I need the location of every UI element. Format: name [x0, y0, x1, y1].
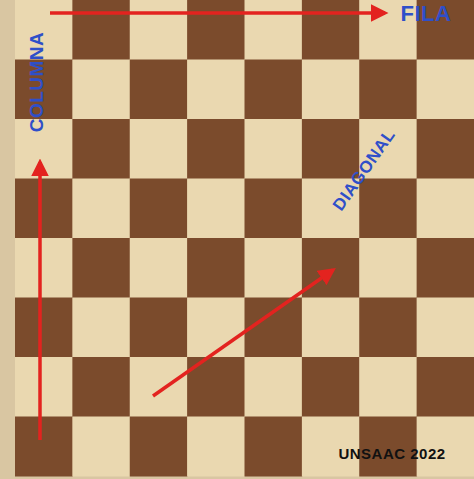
- board-square: [302, 0, 360, 60]
- column-label: COLUMNA: [27, 32, 46, 133]
- board-square: [359, 238, 417, 298]
- board-square: [359, 298, 417, 358]
- board-square: [130, 298, 188, 358]
- board-square: [417, 357, 474, 417]
- board-square: [245, 238, 303, 298]
- board-square: [417, 298, 474, 358]
- row-label: FILA: [401, 3, 452, 25]
- diagonal-arrow: [153, 270, 333, 396]
- board-square: [15, 179, 73, 239]
- board-square: [245, 417, 303, 477]
- board-square: [72, 179, 130, 239]
- board-square: [15, 298, 73, 358]
- board-square: [245, 60, 303, 120]
- board-square: [302, 238, 360, 298]
- board-square: [417, 179, 474, 239]
- board-square: [130, 357, 188, 417]
- board-square: [72, 298, 130, 358]
- row-arrow: [50, 11, 385, 15]
- board-square: [245, 179, 303, 239]
- board-square: [72, 357, 130, 417]
- board-square: [72, 119, 130, 179]
- board-square: [245, 0, 303, 60]
- watermark: UNSAAC 2022: [338, 446, 445, 461]
- board-square: [72, 417, 130, 477]
- board-square: [187, 119, 245, 179]
- column-arrow: [38, 162, 42, 440]
- board-square: [245, 119, 303, 179]
- board-square: [187, 298, 245, 358]
- board-square: [15, 238, 73, 298]
- board-square: [72, 60, 130, 120]
- board-square: [302, 60, 360, 120]
- board-square: [130, 60, 188, 120]
- board-square: [15, 417, 73, 477]
- board-square: [417, 238, 474, 298]
- board-square: [187, 238, 245, 298]
- board-square: [72, 238, 130, 298]
- board-square: [302, 357, 360, 417]
- board-square: [130, 0, 188, 60]
- board-square: [72, 0, 130, 60]
- board-square: [245, 357, 303, 417]
- board-square: [359, 179, 417, 239]
- board-square: [187, 417, 245, 477]
- board-square: [359, 60, 417, 120]
- board-square: [130, 238, 188, 298]
- board-square: [302, 298, 360, 358]
- board-square: [187, 0, 245, 60]
- board-square: [359, 357, 417, 417]
- board-square: [417, 60, 474, 120]
- board-square: [187, 179, 245, 239]
- board-square: [130, 417, 188, 477]
- board-square: [15, 357, 73, 417]
- board-square: [130, 179, 188, 239]
- board-square: [302, 119, 360, 179]
- board-square: [417, 119, 474, 179]
- board-square: [130, 119, 188, 179]
- board-square: [187, 60, 245, 120]
